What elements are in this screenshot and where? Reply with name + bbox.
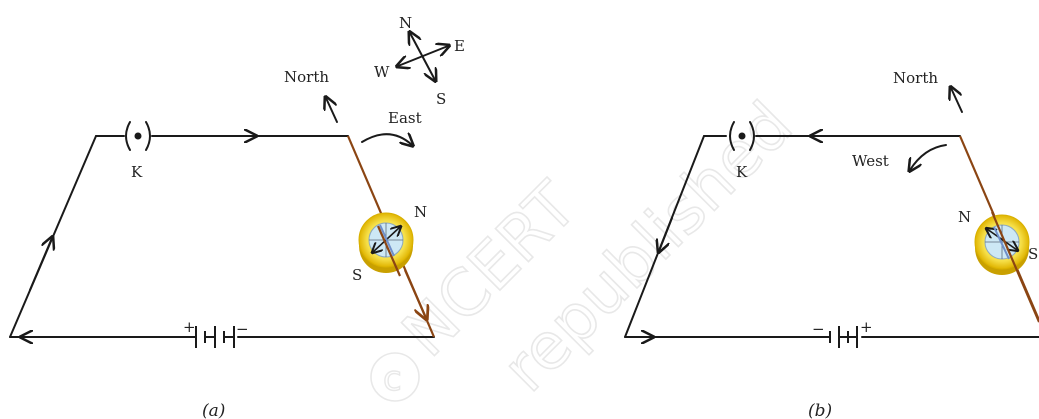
compass-a: [358, 212, 414, 277]
compass-s-b: S: [1028, 245, 1038, 263]
current-arrow-b-left: [659, 217, 673, 251]
svg-text:c: c: [383, 359, 402, 399]
deflection-label-a: East: [388, 109, 422, 127]
plug-key-b: K: [729, 121, 755, 181]
plug-key-a: K: [125, 121, 151, 181]
conductor-b-over-compass: [990, 211, 1039, 323]
battery-minus-a: −: [236, 320, 249, 338]
compass-s-a: S: [352, 266, 362, 284]
rose-n: N: [399, 14, 412, 32]
battery-b: [820, 326, 858, 348]
north-label-b: North: [893, 69, 938, 87]
deflection-label-b: West: [852, 152, 889, 170]
caption-b: (b): [808, 401, 832, 419]
battery-a: [195, 326, 235, 348]
battery-minus-b: −: [812, 320, 825, 338]
compass-b: [974, 214, 1030, 275]
north-label-a: North: [284, 68, 329, 86]
battery-plus-a: +: [183, 318, 196, 336]
deflection-arrow-b: [910, 144, 947, 170]
wire-a-left: [9, 135, 97, 338]
deflection-arrow-a: [361, 134, 412, 145]
compass-n-b: N: [958, 208, 971, 226]
current-arrow-a-conductor: [403, 269, 426, 318]
compass-n-a: N: [414, 203, 427, 221]
north-arrow-a: [326, 98, 338, 123]
key-label-b: K: [736, 163, 748, 181]
north-arrow-b: [951, 88, 963, 113]
rose-s: S: [436, 90, 446, 108]
current-arrow-a-left: [29, 238, 52, 291]
rose-w: W: [374, 63, 390, 81]
rose-e: E: [454, 37, 465, 55]
battery-plus-b: +: [860, 318, 873, 336]
key-label-a: K: [131, 163, 143, 181]
caption-a: (a): [202, 401, 225, 419]
compass-rose: N E W S: [374, 14, 465, 108]
